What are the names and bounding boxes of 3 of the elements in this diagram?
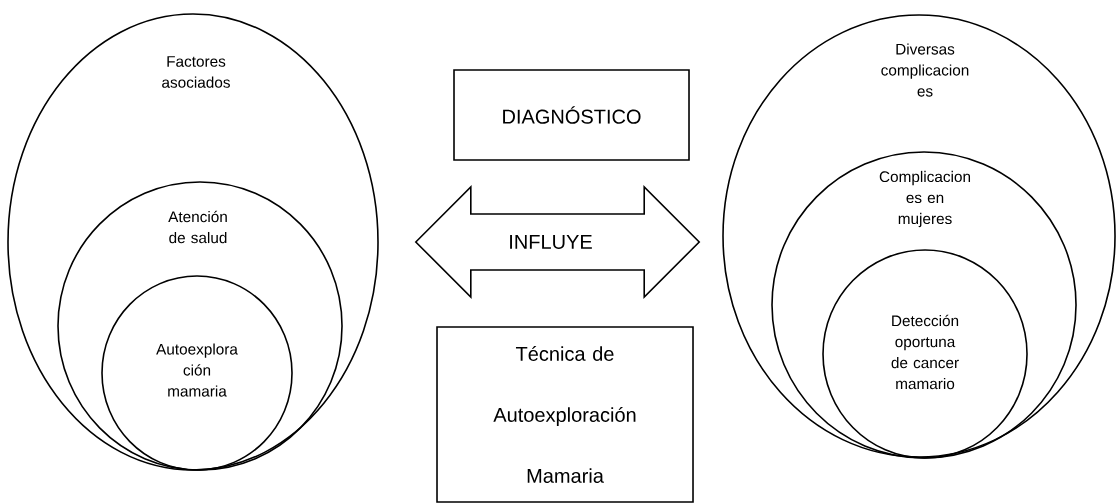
text-box: Técnica de Autoexploración Mamaria: [436, 326, 694, 503]
text-box: DIAGNÓSTICO: [453, 69, 690, 161]
edge-label: INFLUYE: [506, 233, 595, 251]
